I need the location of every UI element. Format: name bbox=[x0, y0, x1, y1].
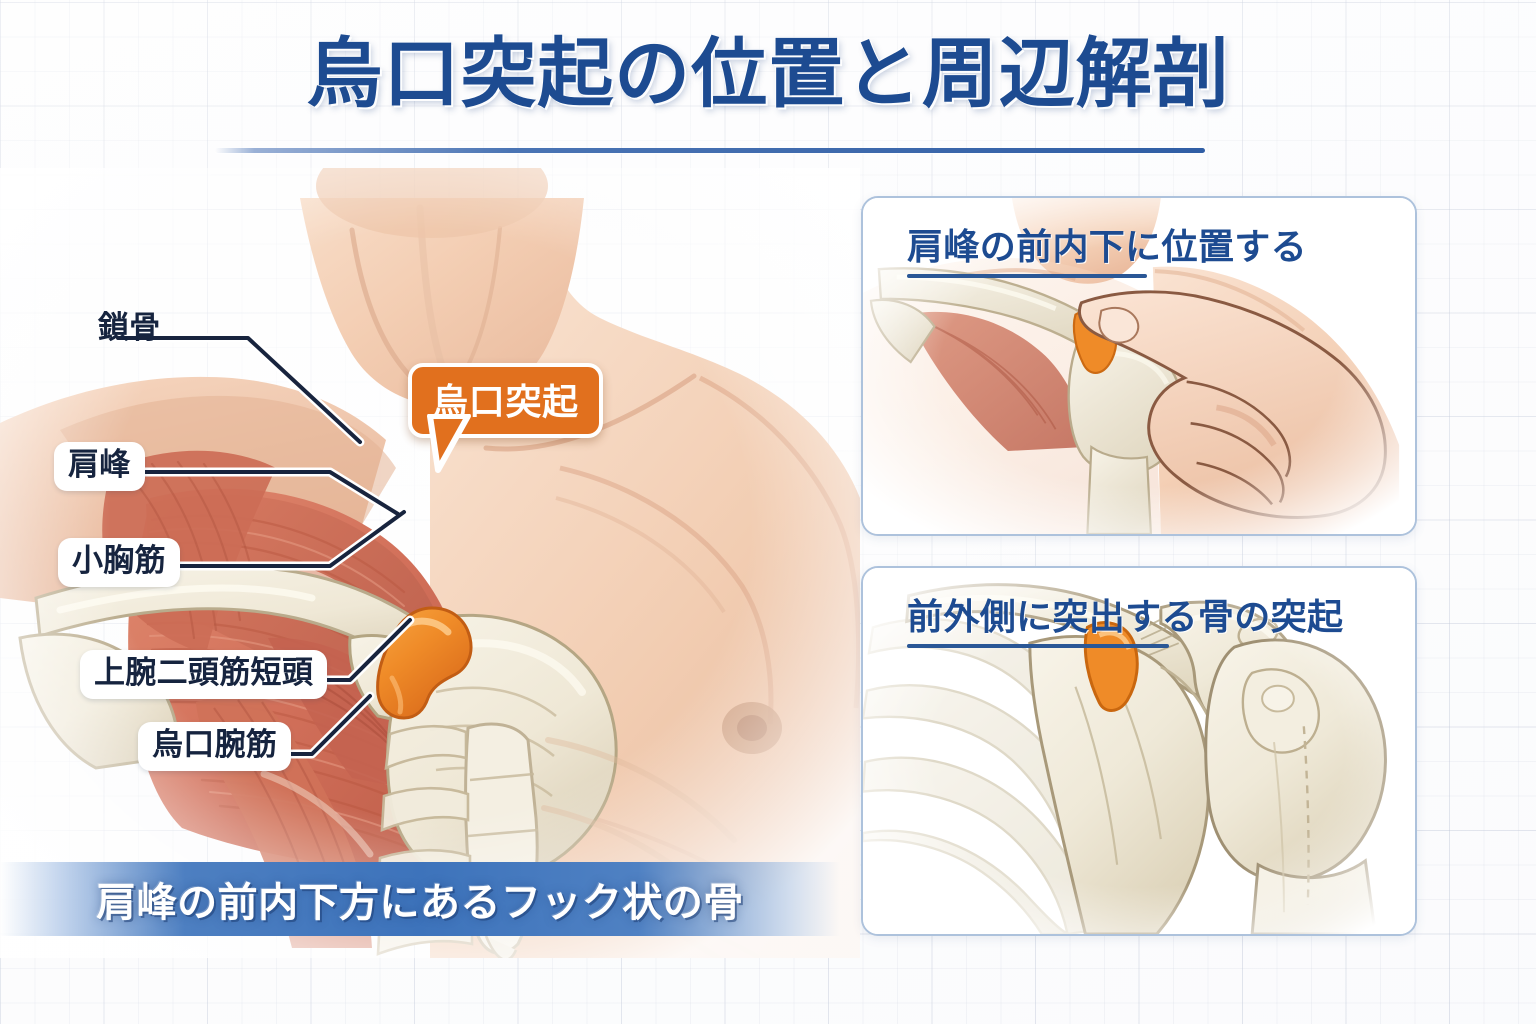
page-title-container: 烏口突起の位置と周辺解剖 bbox=[0, 32, 1536, 117]
label-coracobrachialis: 烏口腕筋 bbox=[138, 722, 292, 771]
bottom-caption-bar: 肩峰の前内下方にあるフック状の骨 bbox=[0, 862, 840, 936]
panel-skeleton-underline bbox=[907, 644, 1169, 648]
panel-palpation-underline bbox=[907, 274, 1147, 278]
label-coracobrachialis-text: 烏口腕筋 bbox=[152, 727, 278, 762]
bottom-caption-text: 肩峰の前内下方にあるフック状の骨 bbox=[96, 881, 744, 925]
label-acromion: 肩峰 bbox=[54, 442, 145, 491]
panel-skeleton-title: 前外側に突出する骨の突起 bbox=[907, 596, 1344, 637]
title-underline-rule bbox=[215, 148, 1205, 153]
panel-palpation-illustration bbox=[863, 198, 1415, 534]
panel-palpation-header: 肩峰の前内下に位置する bbox=[907, 218, 1307, 278]
label-biceps-short-head-text: 上腕二頭筋短頭 bbox=[94, 655, 314, 690]
label-acromion-text: 肩峰 bbox=[68, 447, 131, 482]
label-pectoralis-minor-text: 小胸筋 bbox=[72, 543, 166, 578]
label-clavicle-text: 鎖骨 bbox=[98, 310, 161, 345]
panel-skeleton-illustration bbox=[863, 568, 1415, 934]
panel-skeleton: 前外側に突出する骨の突起 bbox=[861, 566, 1417, 936]
panel-skeleton-header: 前外側に突出する骨の突起 bbox=[907, 588, 1343, 648]
callout-tail-pointer bbox=[427, 414, 471, 473]
label-biceps-short-head: 上腕二頭筋短頭 bbox=[80, 650, 328, 699]
panel-palpation: 肩峰の前内下に位置する bbox=[861, 196, 1417, 536]
panel-palpation-title: 肩峰の前内下に位置する bbox=[907, 226, 1307, 267]
label-pectoralis-minor: 小胸筋 bbox=[58, 538, 180, 587]
page-title: 烏口突起の位置と周辺解剖 bbox=[306, 32, 1230, 117]
label-clavicle: 鎖骨 bbox=[84, 305, 175, 354]
